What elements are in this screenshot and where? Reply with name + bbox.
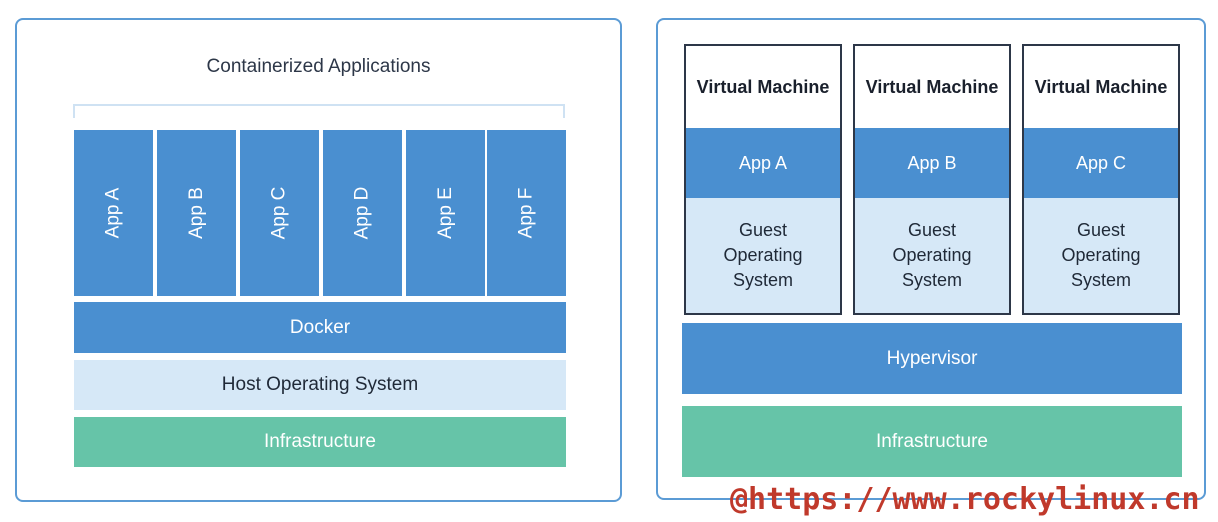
container-app-f: App F — [487, 130, 566, 296]
vm-app: App B — [855, 128, 1009, 198]
container-app-d: App D — [323, 130, 402, 296]
app-label: App C — [268, 186, 290, 240]
apps-bracket — [73, 104, 565, 118]
infrastructure-layer: Infrastructure — [74, 417, 566, 467]
host-os-layer: Host Operating System — [74, 360, 566, 410]
guest-os: Guest Operating System — [686, 198, 840, 313]
guest-os: Guest Operating System — [1024, 198, 1178, 313]
app-label: App D — [351, 186, 373, 240]
vm-title: Virtual Machine — [696, 76, 830, 97]
app-label: App E — [434, 187, 456, 239]
virtual-machine-c: Virtual Machine App C Guest Operating Sy… — [1022, 44, 1180, 315]
watermark-text: @https://www.rockylinux.cn — [730, 482, 1200, 517]
virtual-machine-b: Virtual Machine App B Guest Operating Sy… — [853, 44, 1011, 315]
infrastructure-layer: Infrastructure — [682, 406, 1182, 477]
virtual-machines-panel: Virtual Machine App A Guest Operating Sy… — [656, 18, 1206, 500]
docker-layer: Docker — [74, 302, 566, 353]
container-app-e: App E — [406, 130, 485, 296]
vm-app: App C — [1024, 128, 1178, 198]
app-label: App F — [515, 187, 537, 239]
app-label: App A — [102, 187, 124, 239]
virtual-machine-a: Virtual Machine App A Guest Operating Sy… — [684, 44, 842, 315]
containers-title: Containerized Applications — [206, 56, 431, 77]
container-app-c: App C — [240, 130, 319, 296]
app-label: App B — [185, 187, 207, 239]
guest-os: Guest Operating System — [855, 198, 1009, 313]
vm-app: App A — [686, 128, 840, 198]
vm-title: Virtual Machine — [1034, 76, 1168, 97]
vm-title: Virtual Machine — [865, 76, 999, 97]
container-app-b: App B — [157, 130, 236, 296]
container-app-a: App A — [74, 130, 153, 296]
hypervisor-layer: Hypervisor — [682, 323, 1182, 394]
containers-panel: Containerized Applications App A App B A… — [15, 18, 622, 502]
